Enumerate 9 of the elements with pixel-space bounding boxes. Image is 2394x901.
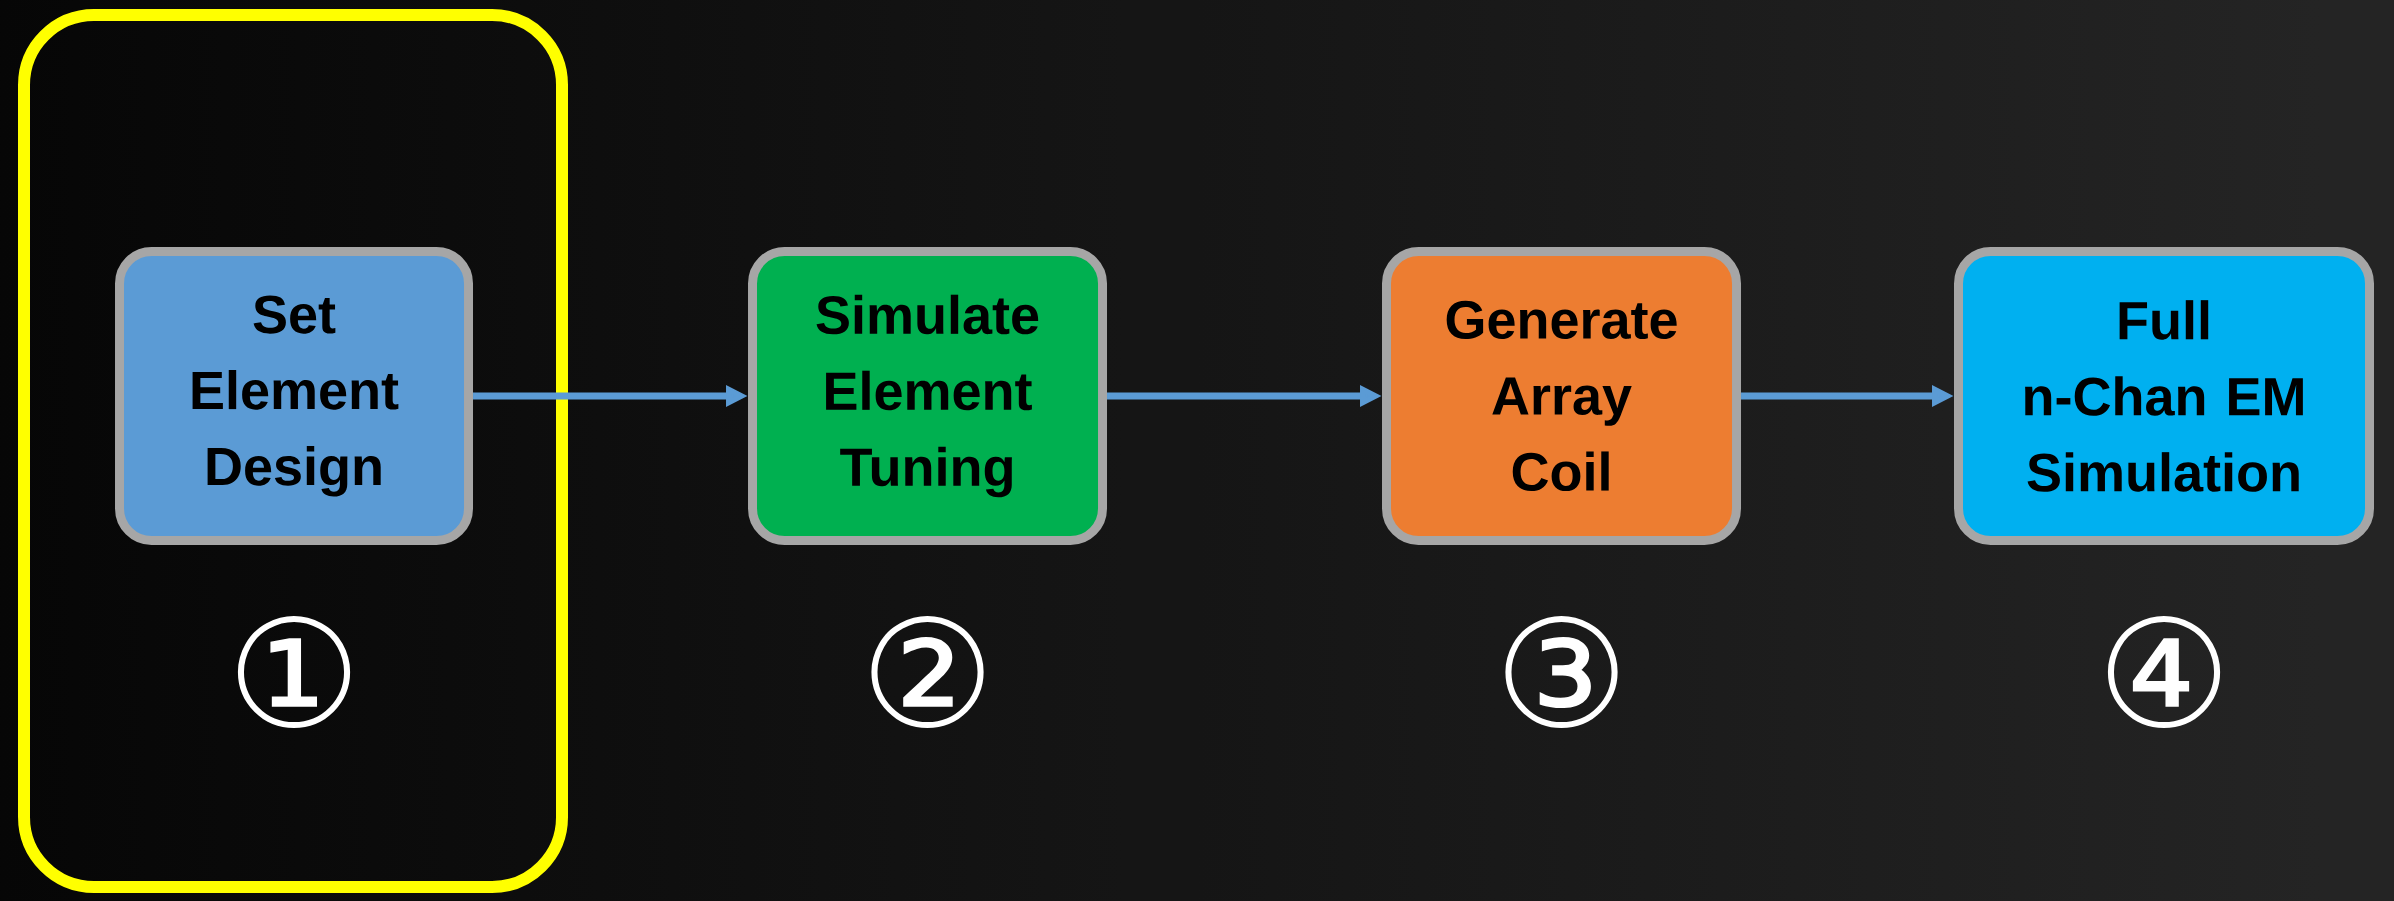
step-number: ① (237, 615, 351, 729)
process-box: Full n-Chan EM Simulation (1954, 247, 2374, 545)
step-number: ③ (1505, 615, 1618, 729)
process-box: Generate Array Coil (1382, 247, 1741, 545)
step-number: ④ (2107, 615, 2221, 729)
process-box: Set Element Design (115, 247, 473, 545)
step-number: ② (871, 615, 984, 729)
process-box: Simulate Element Tuning (748, 247, 1107, 545)
highlight-frame (18, 9, 568, 893)
